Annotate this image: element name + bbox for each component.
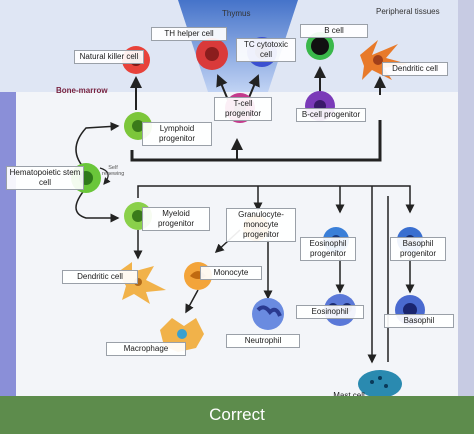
dendritic-cell-top xyxy=(360,40,408,80)
label-gm-progenitor[interactable]: Granulocyte-monocyte progenitor xyxy=(226,208,296,242)
label-monocyte[interactable]: Monocyte xyxy=(200,266,262,280)
b-cell xyxy=(306,32,334,60)
mast-cell xyxy=(358,370,402,398)
lymphoid-bracket xyxy=(130,120,382,162)
label-macrophage[interactable]: Macrophage xyxy=(106,342,186,356)
label-dendritic-bottom[interactable]: Dendritic cell xyxy=(62,270,138,284)
label-mast: Mast cell xyxy=(322,390,376,402)
arrow-tprog-to-th xyxy=(216,74,229,101)
arrow-myeloid-bus-to-basophil-progenitor xyxy=(137,185,415,214)
label-eosinophil[interactable]: Eosinophil xyxy=(296,305,364,319)
thymus-label: Thymus xyxy=(222,9,251,18)
label-neutrophil[interactable]: Neutrophil xyxy=(226,334,300,348)
label-baso-progenitor[interactable]: Basophil progenitor xyxy=(390,237,446,261)
arrow-tprog-to-tc xyxy=(247,74,260,101)
label-tc-cytotoxic[interactable]: TC cytotoxic cell xyxy=(236,38,296,62)
label-b-progenitor[interactable]: B-cell progenitor xyxy=(296,108,366,122)
arrow-monocyte-to-macrophage xyxy=(185,289,199,314)
neutrophil-cell xyxy=(252,298,284,330)
label-dendritic-top[interactable]: Dendritic cell xyxy=(382,62,448,76)
label-eos-progenitor[interactable]: Eosinophil progenitor xyxy=(300,237,356,261)
result-banner: Correct xyxy=(0,396,474,434)
bone-marrow-label: Bone-marrow xyxy=(56,86,108,95)
peripheral-tissues-label: Peripheral tissues xyxy=(376,7,440,16)
arrow-hsc-to-myeloid xyxy=(75,187,120,223)
bone-marrow-side-band xyxy=(0,92,16,396)
label-th-helper[interactable]: TH helper cell xyxy=(151,27,227,41)
right-edge-band xyxy=(458,0,474,396)
label-t-progenitor[interactable]: T-cell progenitor xyxy=(214,97,272,121)
self-renewal-arrow xyxy=(99,167,111,185)
label-basophil[interactable]: Basophil xyxy=(384,314,454,328)
label-myeloid[interactable]: Myeloid progenitor xyxy=(142,207,210,231)
label-natural-killer[interactable]: Natural killer cell xyxy=(74,50,144,64)
th-helper-cell xyxy=(196,38,228,70)
label-self-renewing: Self renewing xyxy=(102,165,125,177)
label-hsc[interactable]: Hematopoietic stem cell xyxy=(6,166,84,190)
label-b-cell[interactable]: B cell xyxy=(300,24,368,38)
label-lymphoid[interactable]: Lymphoid progenitor xyxy=(142,122,212,146)
